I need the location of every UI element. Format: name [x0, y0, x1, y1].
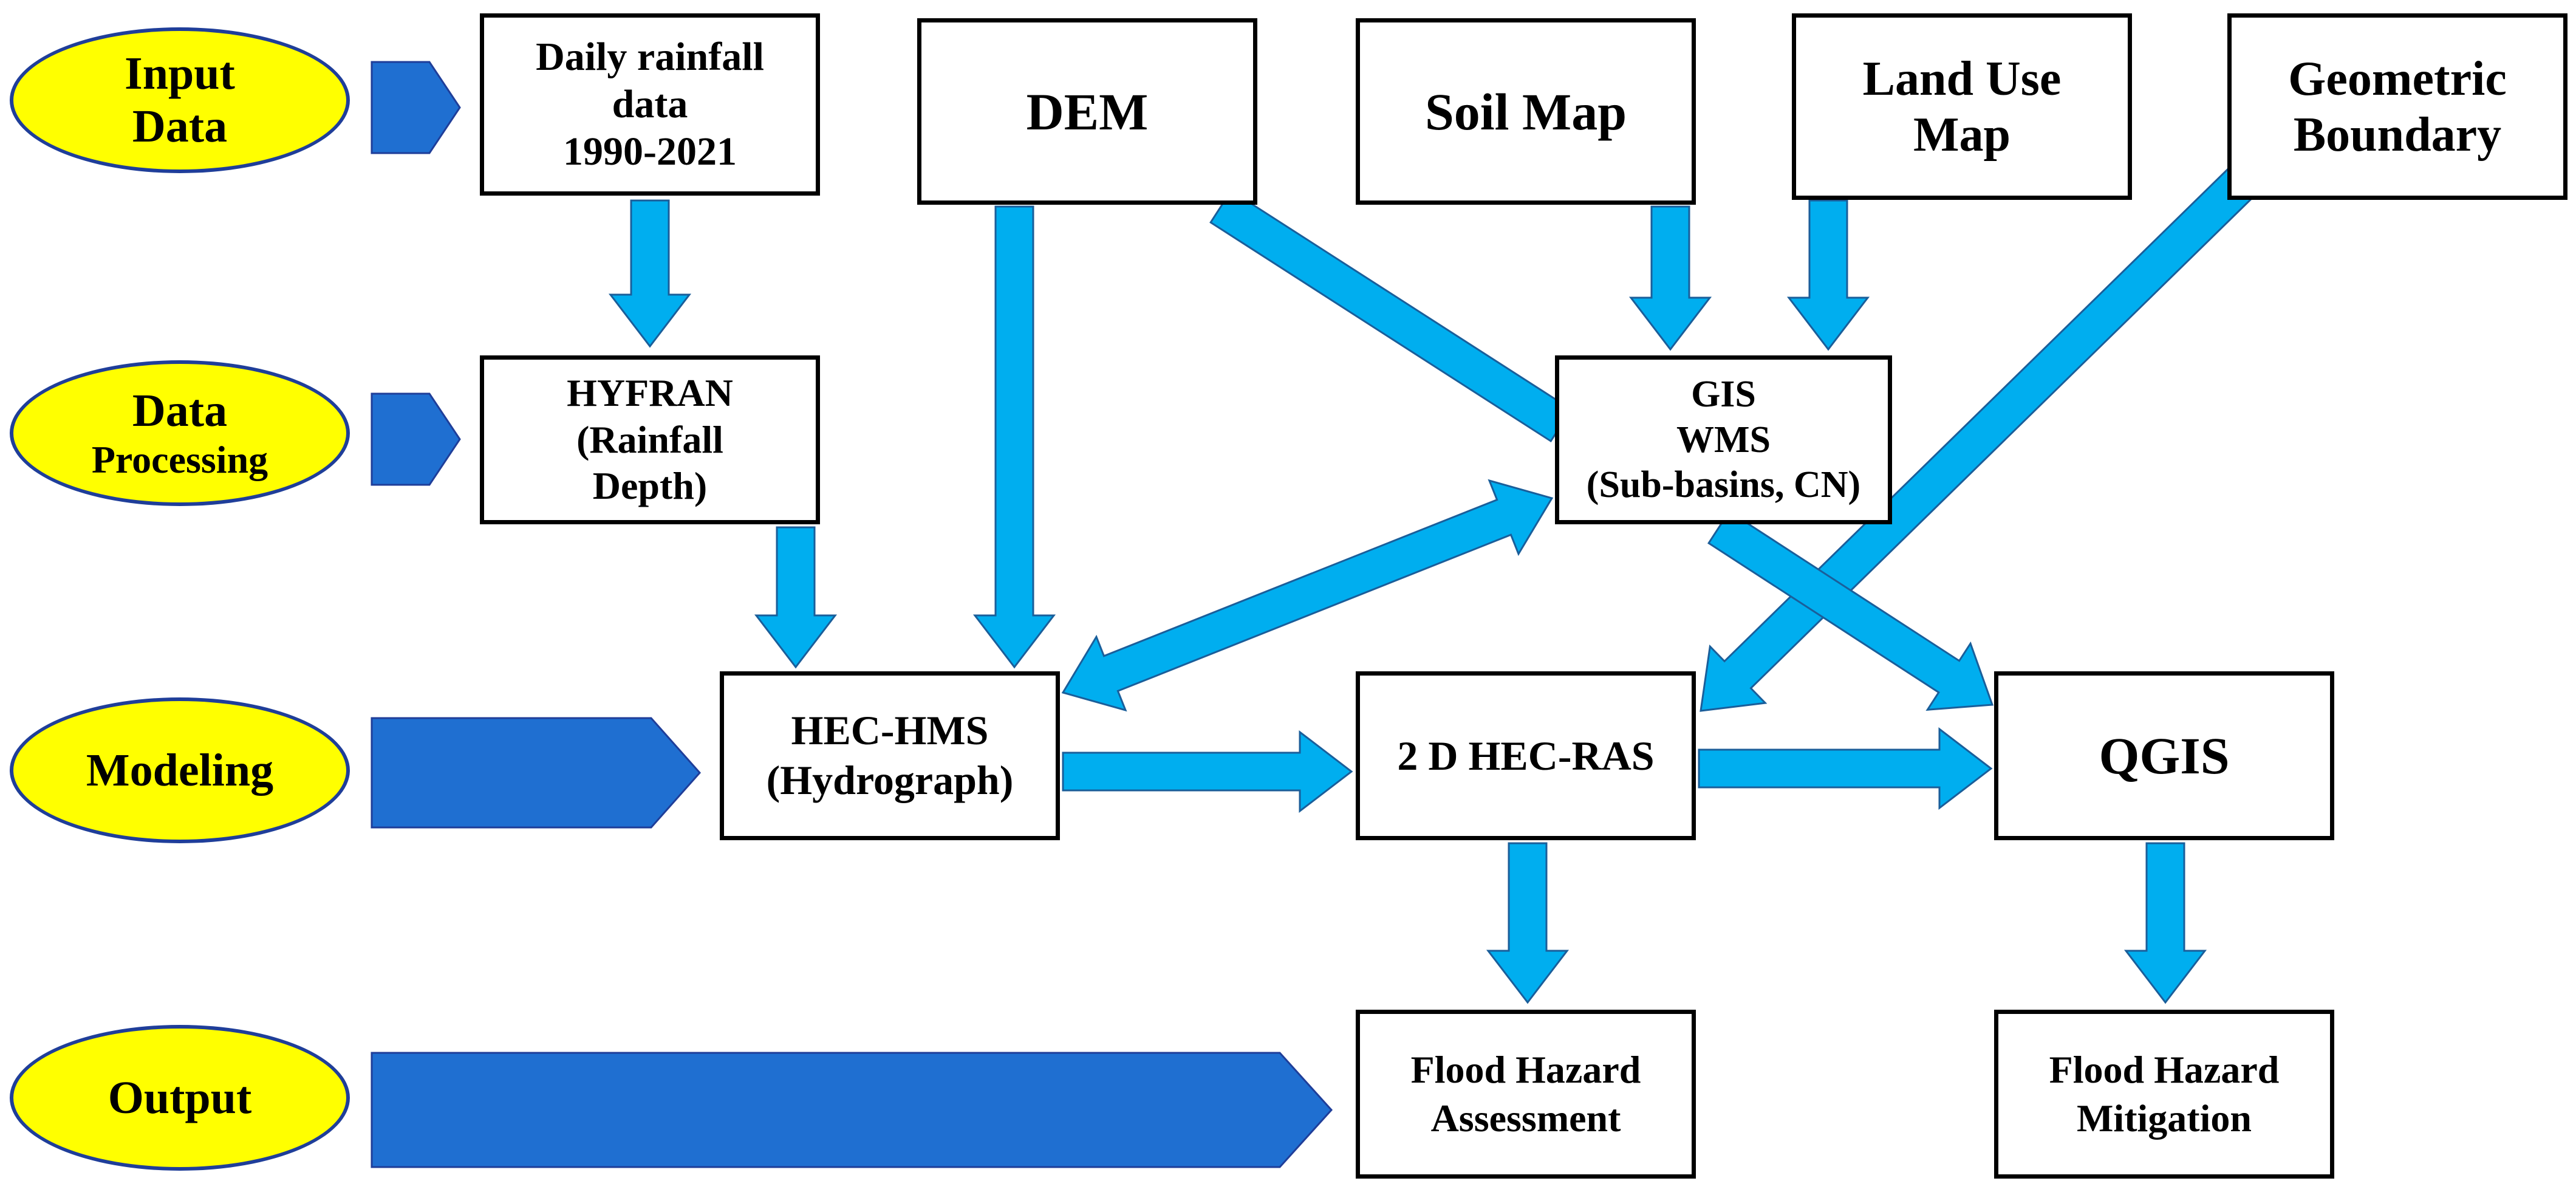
hec-hms-line-2: (Hydrograph): [766, 757, 1014, 803]
arrow-dem-to-hechms: [972, 205, 1056, 669]
arrow-qgis-to-mitigation: [2123, 842, 2207, 1004]
stage-input-data: Input Data: [10, 27, 350, 173]
stage-data-processing-line-2: Processing: [91, 437, 268, 481]
land-use-line-2: Map: [1913, 108, 2011, 162]
arrow-landuse-to-gis: [1786, 199, 1870, 351]
rainfall-line-3: 1990-2021: [563, 129, 737, 174]
arrow-rainfall-to-hyfran: [608, 199, 692, 348]
box-soil-map: Soil Map: [1356, 18, 1696, 205]
box-flood-hazard-assessment: Flood Hazard Assessment: [1356, 1010, 1696, 1179]
hyfran-line-3: Depth): [592, 464, 708, 508]
geometric-line-1: Geometric: [2288, 52, 2507, 106]
arrow-gis-to-qgis: [1707, 510, 1994, 711]
qgis-label: QGIS: [2099, 727, 2230, 785]
geometric-line-2: Boundary: [2293, 108, 2502, 162]
box-hec-ras: 2 D HEC-RAS: [1356, 671, 1696, 840]
stage-arrow-modeling: [371, 717, 702, 829]
box-hyfran: HYFRAN (Rainfall Depth): [480, 355, 820, 524]
arrow-hechms-to-hecras: [1062, 730, 1353, 813]
rainfall-line-2: data: [612, 82, 688, 127]
gis-line-3: (Sub-basins, CN): [1586, 464, 1861, 506]
box-qgis: QGIS: [1994, 671, 2334, 840]
arrow-hyfran-to-hechms: [754, 526, 838, 669]
stage-arrow-output: [371, 1052, 1333, 1168]
hyfran-line-1: HYFRAN: [567, 371, 733, 414]
box-gis-wms: GIS WMS (Sub-basins, CN): [1555, 355, 1892, 524]
arrow-geometric-to-hecras: [1700, 167, 2256, 712]
stage-input-data-line-1: Input: [125, 47, 235, 99]
box-geometric-boundary: Geometric Boundary: [2227, 13, 2567, 200]
gis-line-1: GIS: [1691, 374, 1756, 416]
box-flood-hazard-mitigation: Flood Hazard Mitigation: [1994, 1010, 2334, 1179]
stage-data-processing: Data Processing: [10, 360, 350, 506]
arrow-hecras-to-assessment: [1486, 842, 1570, 1004]
stage-data-processing-line-1: Data: [132, 385, 228, 436]
stage-output-label: Output: [108, 1072, 252, 1123]
stage-output: Output: [10, 1025, 350, 1171]
stage-modeling: Modeling: [10, 697, 350, 843]
box-dem: DEM: [917, 18, 1257, 205]
stage-arrow-input: [371, 61, 461, 154]
mitigation-line-2: Mitigation: [2077, 1097, 2252, 1140]
land-use-line-1: Land Use: [1862, 52, 2062, 106]
arrow-gis-hechms-bidirectional: [1061, 479, 1554, 712]
stage-input-data-line-2: Data: [132, 101, 228, 152]
box-hec-hms: HEC-HMS (Hydrograph): [720, 671, 1060, 840]
hyfran-line-2: (Rainfall: [576, 417, 723, 461]
mitigation-line-1: Flood Hazard: [2049, 1048, 2280, 1091]
stage-modeling-label: Modeling: [86, 744, 274, 796]
hec-hms-line-1: HEC-HMS: [791, 707, 989, 754]
dem-label: DEM: [1026, 82, 1149, 141]
assessment-line-2: Assessment: [1430, 1097, 1621, 1140]
line-dem-to-gis: [1209, 189, 1573, 443]
arrow-hecras-to-qgis: [1698, 727, 1993, 810]
box-land-use-map: Land Use Map: [1792, 13, 2132, 200]
box-daily-rainfall-data: Daily rainfall data 1990-2021: [480, 13, 820, 196]
soil-map-label: Soil Map: [1424, 82, 1627, 141]
rainfall-line-1: Daily rainfall: [536, 35, 764, 80]
assessment-line-1: Flood Hazard: [1410, 1048, 1641, 1091]
stage-arrow-processing: [371, 392, 461, 486]
hec-ras-label: 2 D HEC-RAS: [1397, 732, 1655, 779]
gis-line-2: WMS: [1676, 419, 1771, 461]
arrow-soil-to-gis: [1628, 205, 1712, 351]
